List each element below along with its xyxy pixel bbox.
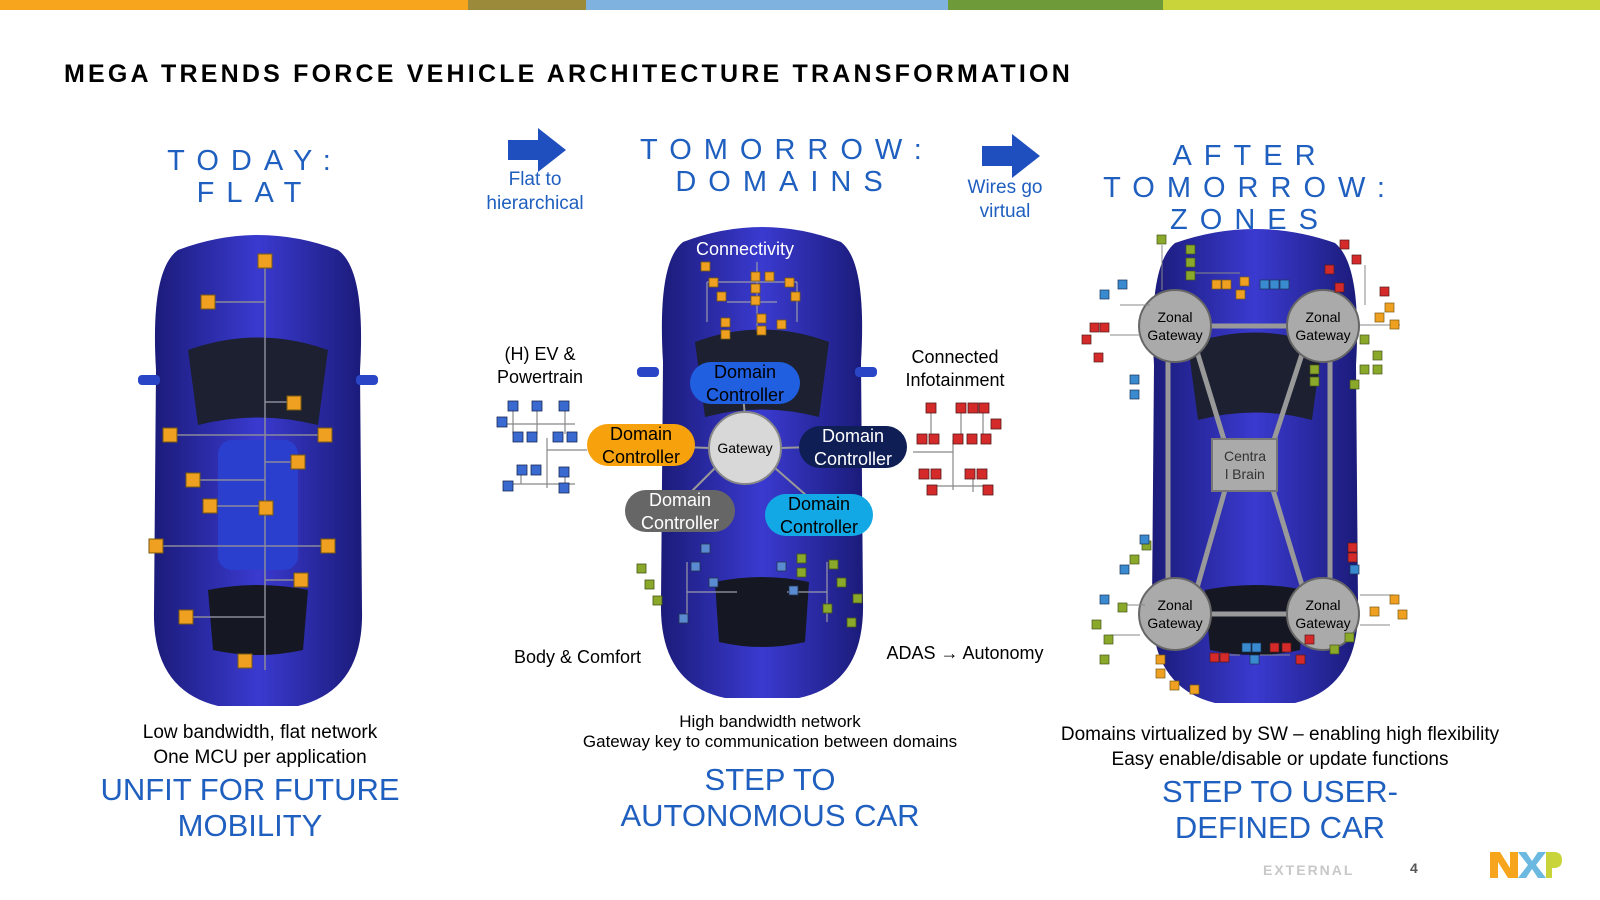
central-brain-box <box>1211 438 1278 492</box>
connectivity-label: Connectivity <box>695 239 795 259</box>
after-heading: AFTER TOMORROW: ZONES <box>1035 140 1465 236</box>
today-heading: TODAY: FLAT <box>150 145 360 209</box>
dc-text-line2: Controller <box>601 447 681 467</box>
domain-controller-powertrain-label: Domain Controller <box>587 423 695 469</box>
central-line1: Centra <box>1223 448 1267 464</box>
page-number: 4 <box>1410 860 1418 876</box>
tomorrow-verdict-line2: AUTONOMOUS CAR <box>620 798 920 833</box>
central-line2: l Brain <box>1225 466 1265 482</box>
classification-label: EXTERNAL <box>1263 862 1355 878</box>
domain-controller-infotainment-label: Domain Controller <box>799 425 907 471</box>
tomorrow-verdict-line1: STEP TO <box>704 762 836 797</box>
ev-powertrain-ecu-cluster <box>496 400 587 494</box>
dc-text-line1: Domain <box>821 426 885 446</box>
dc-text-line1: Domain <box>713 362 777 382</box>
domain-controller-diagram <box>587 362 907 536</box>
gateway-circle <box>708 411 782 485</box>
after-desc-line2: Easy enable/disable or update functions <box>1111 749 1449 770</box>
tomorrow-description: High bandwidth network Gateway key to co… <box>560 712 980 752</box>
arrow2-label: Wires go virtual <box>950 176 1060 224</box>
today-verdict: UNFIT FOR FUTURE MOBILITY <box>80 772 420 844</box>
dc-text-line1: Domain <box>787 494 851 514</box>
zonal-gateway-rear-right-label: Zonal Gateway <box>1288 596 1358 632</box>
arrow1-label: Flat to hierarchical <box>470 168 600 216</box>
dc-text-line2: Controller <box>813 449 893 469</box>
arrow-right-icon <box>982 134 1040 178</box>
after-verdict-line1: STEP TO USER- <box>1161 774 1398 809</box>
ev-powertrain-label: (H) EV & Powertrain <box>480 343 600 389</box>
tomorrow-desc-line1: High bandwidth network <box>679 712 861 731</box>
connectivity-domain-controller <box>690 362 800 404</box>
dc-text-line2: Controller <box>779 517 859 537</box>
dc-text-line2: Controller <box>705 385 785 405</box>
adas-domain-controller <box>765 494 873 536</box>
after-description: Domains virtualized by SW – enabling hig… <box>1040 722 1520 772</box>
ev-line2: Powertrain <box>496 367 584 387</box>
after-verdict: STEP TO USER- DEFINED CAR <box>1110 774 1450 846</box>
infotainment-line2: Infotainment <box>905 370 1005 390</box>
dc-text-line2: Controller <box>640 513 720 533</box>
arrow1-label-line2: hierarchical <box>486 193 584 214</box>
tomorrow-heading-line1: TOMORROW: <box>640 134 934 166</box>
today-description: Low bandwidth, flat network One MCU per … <box>100 720 420 770</box>
body-comfort-label: Body & Comfort <box>513 647 642 667</box>
zonal-line1: Zonal <box>1305 597 1341 613</box>
powertrain-domain-controller <box>587 424 695 466</box>
domain-controller-body-label: Domain Controller <box>625 489 735 535</box>
infotainment-line1: Connected <box>911 347 999 367</box>
zonal-line1: Zonal <box>1305 309 1341 325</box>
tomorrow-heading: TOMORROW: DOMAINS <box>640 134 930 198</box>
zonal-gateway-front-left-label: Zonal Gateway <box>1140 308 1210 344</box>
arrow2-label-line2: virtual <box>979 201 1031 222</box>
domain-controller-connectivity-label: Domain Controller <box>690 361 800 407</box>
after-desc-line1: Domains virtualized by SW – enabling hig… <box>1060 724 1500 745</box>
zonal-gateway-rear-left-label: Zonal Gateway <box>1140 596 1210 632</box>
after-verdict-line2: DEFINED CAR <box>1174 810 1386 845</box>
zonal-gateway-front-right-label: Zonal Gateway <box>1288 308 1358 344</box>
nxp-logo <box>1490 852 1562 878</box>
today-desc-line1: Low bandwidth, flat network <box>142 722 378 743</box>
dc-text-line1: Domain <box>648 490 712 510</box>
zonal-line2: Gateway <box>1295 615 1351 631</box>
tomorrow-desc-line2: Gateway key to communication between dom… <box>582 732 958 751</box>
today-desc-line2: One MCU per application <box>153 747 367 768</box>
zonal-architecture-car <box>1081 229 1408 703</box>
top-color-bar <box>0 0 1600 10</box>
central-brain-label: Centra l Brain <box>1214 447 1276 483</box>
zonal-line2: Gateway <box>1295 327 1351 343</box>
gateway-label: Gateway <box>717 440 773 456</box>
zonal-line1: Zonal <box>1157 309 1193 325</box>
zonal-line2: Gateway <box>1147 615 1203 631</box>
domain-controller-adas-label: Domain Controller <box>765 493 873 539</box>
infotainment-domain-controller <box>799 426 907 468</box>
slide-title: MEGA TRENDS FORCE VEHICLE ARCHITECTURE T… <box>64 60 1073 88</box>
zonal-line2: Gateway <box>1147 327 1203 343</box>
adas-autonomy-label: ADAS → Autonomy <box>886 643 1044 663</box>
dc-text-line1: Domain <box>609 424 673 444</box>
tomorrow-heading-line2: DOMAINS <box>675 166 895 198</box>
today-verdict-line2: MOBILITY <box>177 808 323 843</box>
infotainment-ecu-cluster <box>913 402 1002 496</box>
today-verdict-line1: UNFIT FOR FUTURE <box>100 772 400 807</box>
today-heading-line1: TODAY: <box>167 145 343 177</box>
today-heading-line2: FLAT <box>196 177 314 209</box>
arrow2-label-line1: Wires go <box>967 177 1043 198</box>
body-domain-controller <box>625 490 735 532</box>
connected-infotainment-label: Connected Infotainment <box>890 346 1020 392</box>
ev-line1: (H) EV & <box>504 344 576 364</box>
arrow1-label-line1: Flat to <box>508 169 562 190</box>
zonal-line1: Zonal <box>1157 597 1193 613</box>
after-heading-line1: AFTER TOMORROW: <box>1103 140 1397 204</box>
flat-network-car <box>138 235 378 706</box>
tomorrow-verdict: STEP TO AUTONOMOUS CAR <box>590 762 950 834</box>
arrow-right-icon <box>508 128 566 172</box>
